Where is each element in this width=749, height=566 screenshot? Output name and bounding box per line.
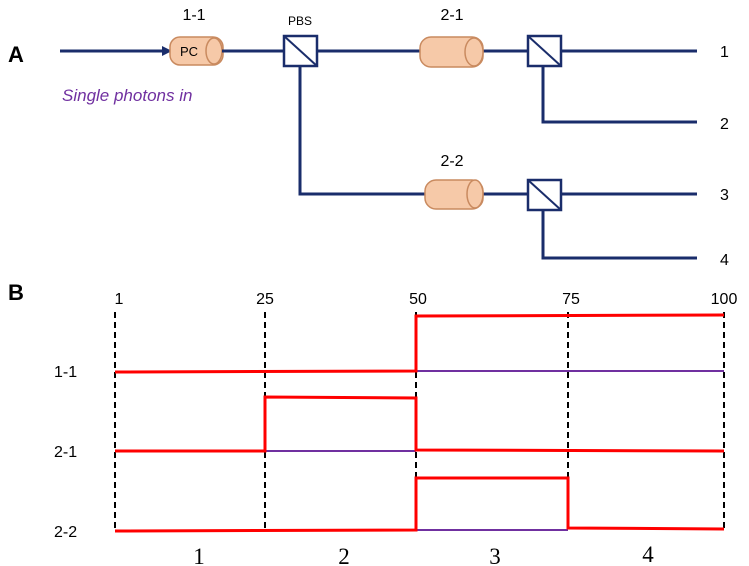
signals [114,313,725,533]
polarization-controller-2-1 [419,36,484,68]
panel-b-label: B [8,280,24,305]
signal-2-2 [114,476,725,533]
input-caption: Single photons in [62,86,192,105]
beam-splitter-1 [526,34,563,68]
row-label-2-1: 2-1 [54,444,77,461]
panel-a: A Single photons in 1-1 PC PBS 2-1 [8,7,729,269]
output-label-3: 3 [720,187,729,204]
polarizing-beam-splitter [282,34,319,68]
pc-text: PC [180,44,198,59]
time-tick-1: 1 [115,291,124,308]
panel-a-label: A [8,42,24,67]
time-tick-50: 50 [409,291,427,308]
signal-2-1 [115,395,725,453]
time-tick-100: 100 [711,291,738,308]
beam-path-lower [298,66,697,196]
panel-b: B 1 25 50 75 100 1-1 2-1 2-2 [8,280,737,566]
time-tick-75: 75 [562,291,580,308]
signal-1-1 [114,313,725,374]
beam-path-output-4 [541,210,697,260]
pc-label-2-2: 2-2 [440,153,463,170]
segment-label-1: 1 [193,544,205,566]
polarization-controller-1-1 [169,36,224,66]
time-markers [114,312,725,532]
pc-label-1-1: 1-1 [182,7,205,24]
output-label-1: 1 [720,44,729,61]
segment-label-4: 4 [642,542,654,566]
pbs-label: PBS [288,14,312,28]
baselines [265,370,724,531]
segment-label-2: 2 [338,544,350,566]
segment-label-3: 3 [489,544,501,566]
output-label-2: 2 [720,116,729,133]
beam-splitter-2 [526,178,563,212]
pc-label-2-1: 2-1 [440,7,463,24]
time-tick-25: 25 [256,291,274,308]
row-label-1-1: 1-1 [54,364,77,381]
row-label-2-2: 2-2 [54,524,77,541]
polarization-controller-2-2 [424,179,484,210]
output-label-4: 4 [720,252,729,269]
beam-path-output-2 [541,66,697,124]
